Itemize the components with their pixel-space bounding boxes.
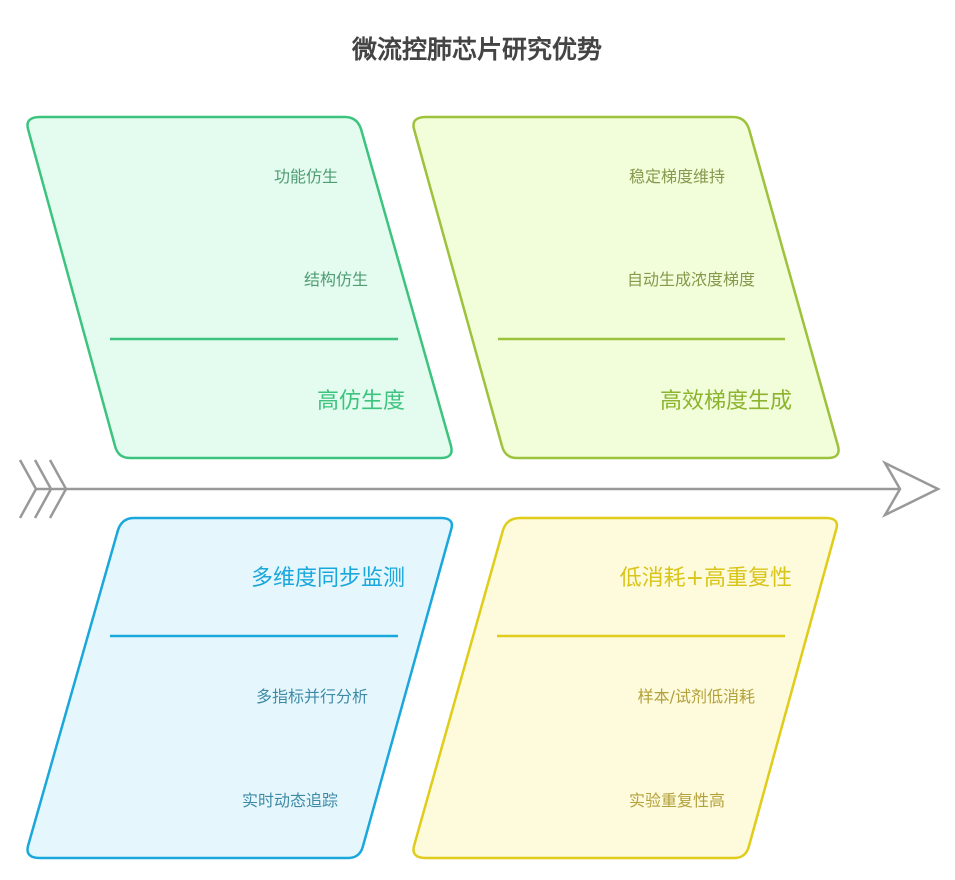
category-title: 高效梯度生成 [660, 389, 792, 414]
cause-item: 结构仿生 [304, 270, 368, 289]
category-box [26, 516, 454, 860]
cause-item: 功能仿生 [274, 167, 338, 186]
category-low-cost-reproducibility: 低消耗+高重复性 样本/试剂低消耗 实验重复性高 [412, 516, 839, 860]
category-box [412, 115, 840, 460]
tail-chevron-icon [48, 459, 68, 519]
category-high-biomimicry: 功能仿生 结构仿生 高仿生度 [26, 115, 453, 460]
category-multi-dim-monitoring: 多维度同步监测 多指标并行分析 实时动态追踪 [26, 516, 454, 860]
spine [18, 459, 941, 519]
cause-item: 稳定梯度维持 [629, 167, 725, 186]
cause-item: 实验重复性高 [629, 791, 725, 810]
cause-item: 多指标并行分析 [256, 687, 368, 706]
category-gradient-generation: 稳定梯度维持 自动生成浓度梯度 高效梯度生成 [412, 115, 840, 460]
cause-item: 实时动态追踪 [242, 791, 338, 810]
cause-item: 样本/试剂低消耗 [638, 687, 755, 706]
category-box [412, 516, 839, 860]
cause-item: 自动生成浓度梯度 [627, 270, 755, 289]
category-title: 高仿生度 [317, 389, 405, 414]
category-title: 低消耗+高重复性 [620, 566, 792, 591]
category-title: 多维度同步监测 [251, 566, 405, 591]
category-box [26, 115, 453, 460]
tail-chevron-icon [18, 459, 38, 519]
tail-chevron-icon [33, 459, 53, 519]
arrowhead-icon [881, 460, 941, 518]
diagram-title: 微流控肺芯片研究优势 [351, 35, 602, 64]
